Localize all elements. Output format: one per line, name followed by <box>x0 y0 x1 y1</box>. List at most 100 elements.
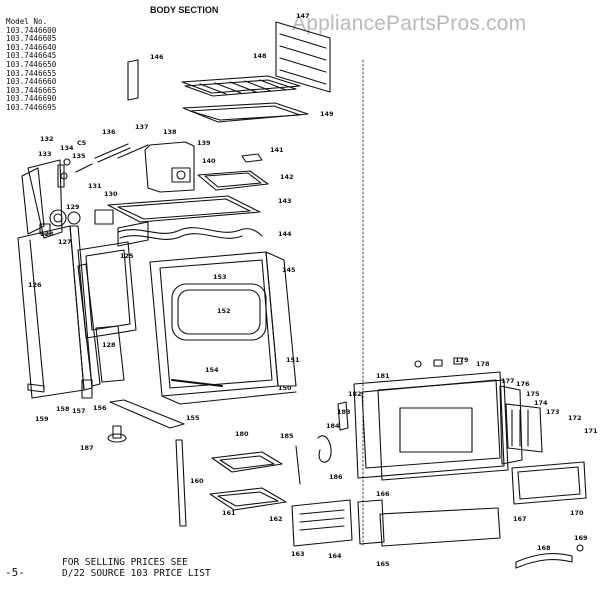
hinge-part <box>317 435 332 463</box>
model-number: 103.7446690 <box>6 94 57 104</box>
callout: 139 <box>197 139 211 147</box>
callout-labels: 147 146 148 149 137 138 139 136 132 C5 1… <box>28 12 598 568</box>
callout: 184 <box>326 422 340 430</box>
callout: 161 <box>222 509 236 517</box>
callout: 166 <box>376 490 390 498</box>
price-note-line: D/22 SOURCE 103 PRICE LIST <box>62 568 211 579</box>
model-heading: Model No. <box>6 17 48 26</box>
element-part <box>241 153 263 163</box>
screw-part <box>576 544 584 552</box>
callout: 147 <box>296 12 310 20</box>
section-title: BODY SECTION <box>150 5 219 15</box>
callout: 137 <box>135 123 149 131</box>
callout: 164 <box>328 552 342 560</box>
callout: 170 <box>570 509 584 517</box>
bracket-part <box>127 59 139 101</box>
callout: 187 <box>80 444 94 452</box>
cabinet-side-panel <box>17 225 93 399</box>
window-frame-part <box>171 283 267 341</box>
callout: 148 <box>253 52 267 60</box>
callout: 128 <box>102 341 116 349</box>
callout: 182 <box>348 390 362 398</box>
model-number: 103.7446640 <box>6 42 57 52</box>
model-number: 103.7446650 <box>6 59 57 69</box>
callout: 180 <box>235 430 249 438</box>
storage-drawer-part <box>291 499 501 547</box>
callout: 146 <box>150 53 164 61</box>
oven-door-part <box>353 371 523 481</box>
price-note-line: FOR SELLING PRICES SEE <box>62 557 188 568</box>
model-number: 103.7446660 <box>6 77 57 87</box>
callout: 178 <box>476 360 490 368</box>
callout: 185 <box>280 432 294 440</box>
callout: 174 <box>534 399 548 407</box>
clip-part <box>433 359 443 367</box>
model-number: 103.7446600 <box>6 25 57 35</box>
callout: 181 <box>376 372 390 380</box>
callout: 132 <box>40 135 54 143</box>
callout: 169 <box>574 534 588 542</box>
callout: 172 <box>568 414 582 422</box>
callout: 155 <box>186 414 200 422</box>
callout: 179 <box>455 356 469 364</box>
callout: 173 <box>546 408 560 416</box>
callout: 145 <box>282 266 296 274</box>
rack-guide-part <box>275 21 331 93</box>
model-number: 103.7446645 <box>6 51 57 61</box>
drawer-handle-part <box>515 552 573 569</box>
callout: C5 <box>77 139 87 147</box>
callout: 125 <box>120 252 134 260</box>
model-number: 103.7446695 <box>6 102 57 112</box>
callout: 151 <box>286 356 300 364</box>
callout: 159 <box>35 415 49 423</box>
price-list-note: FOR SELLING PRICES SEE D/22 SOURCE 103 P… <box>62 557 211 579</box>
callout: 143 <box>278 197 292 205</box>
model-number-list: Model No. 103.7446600 103.7446605 103.74… <box>6 17 57 113</box>
callout: 176 <box>516 380 530 388</box>
callout: 168 <box>537 544 551 552</box>
callout: 135 <box>72 152 86 160</box>
screw-part <box>414 360 422 368</box>
model-number: 103.7446665 <box>6 85 57 95</box>
callout: 154 <box>205 366 219 374</box>
callout: 167 <box>513 515 527 523</box>
door-liner-part <box>505 403 543 453</box>
callout: 129 <box>66 203 80 211</box>
callout: 171 <box>584 427 598 435</box>
tray-part <box>197 170 269 191</box>
bracket-part <box>95 325 125 383</box>
hinge-bracket-part <box>337 401 349 431</box>
callout: 158 <box>56 405 70 413</box>
page-number: -5- <box>5 566 25 579</box>
broiler-pan-part <box>182 102 309 123</box>
callout: 134 <box>60 144 74 152</box>
oven-top-frame <box>107 195 261 223</box>
callout: 133 <box>38 150 52 158</box>
callout: 126 <box>28 281 42 289</box>
callout: 150 <box>278 384 292 392</box>
leveling-leg-part <box>107 425 127 443</box>
oven-rack-part <box>181 75 301 97</box>
clip-part <box>453 357 463 365</box>
control-components <box>60 141 195 193</box>
callout: 156 <box>93 404 107 412</box>
drawer-rack-part <box>209 451 287 511</box>
clip-part <box>81 379 93 399</box>
callout: 128 <box>40 230 54 238</box>
callout: 149 <box>320 110 334 118</box>
callout: 177 <box>501 377 515 385</box>
inner-panel-part <box>77 241 137 387</box>
callout: 136 <box>102 128 116 136</box>
model-number: 103.7446605 <box>6 34 57 44</box>
callout: 165 <box>376 560 390 568</box>
callout: 140 <box>202 157 216 165</box>
callout: 142 <box>280 173 294 181</box>
callout: 127 <box>58 238 72 246</box>
callout: 163 <box>291 550 305 558</box>
door-glass-part <box>511 461 587 505</box>
bake-element-part <box>117 221 263 247</box>
oven-liner-part <box>149 251 297 405</box>
callout: 141 <box>270 146 284 154</box>
